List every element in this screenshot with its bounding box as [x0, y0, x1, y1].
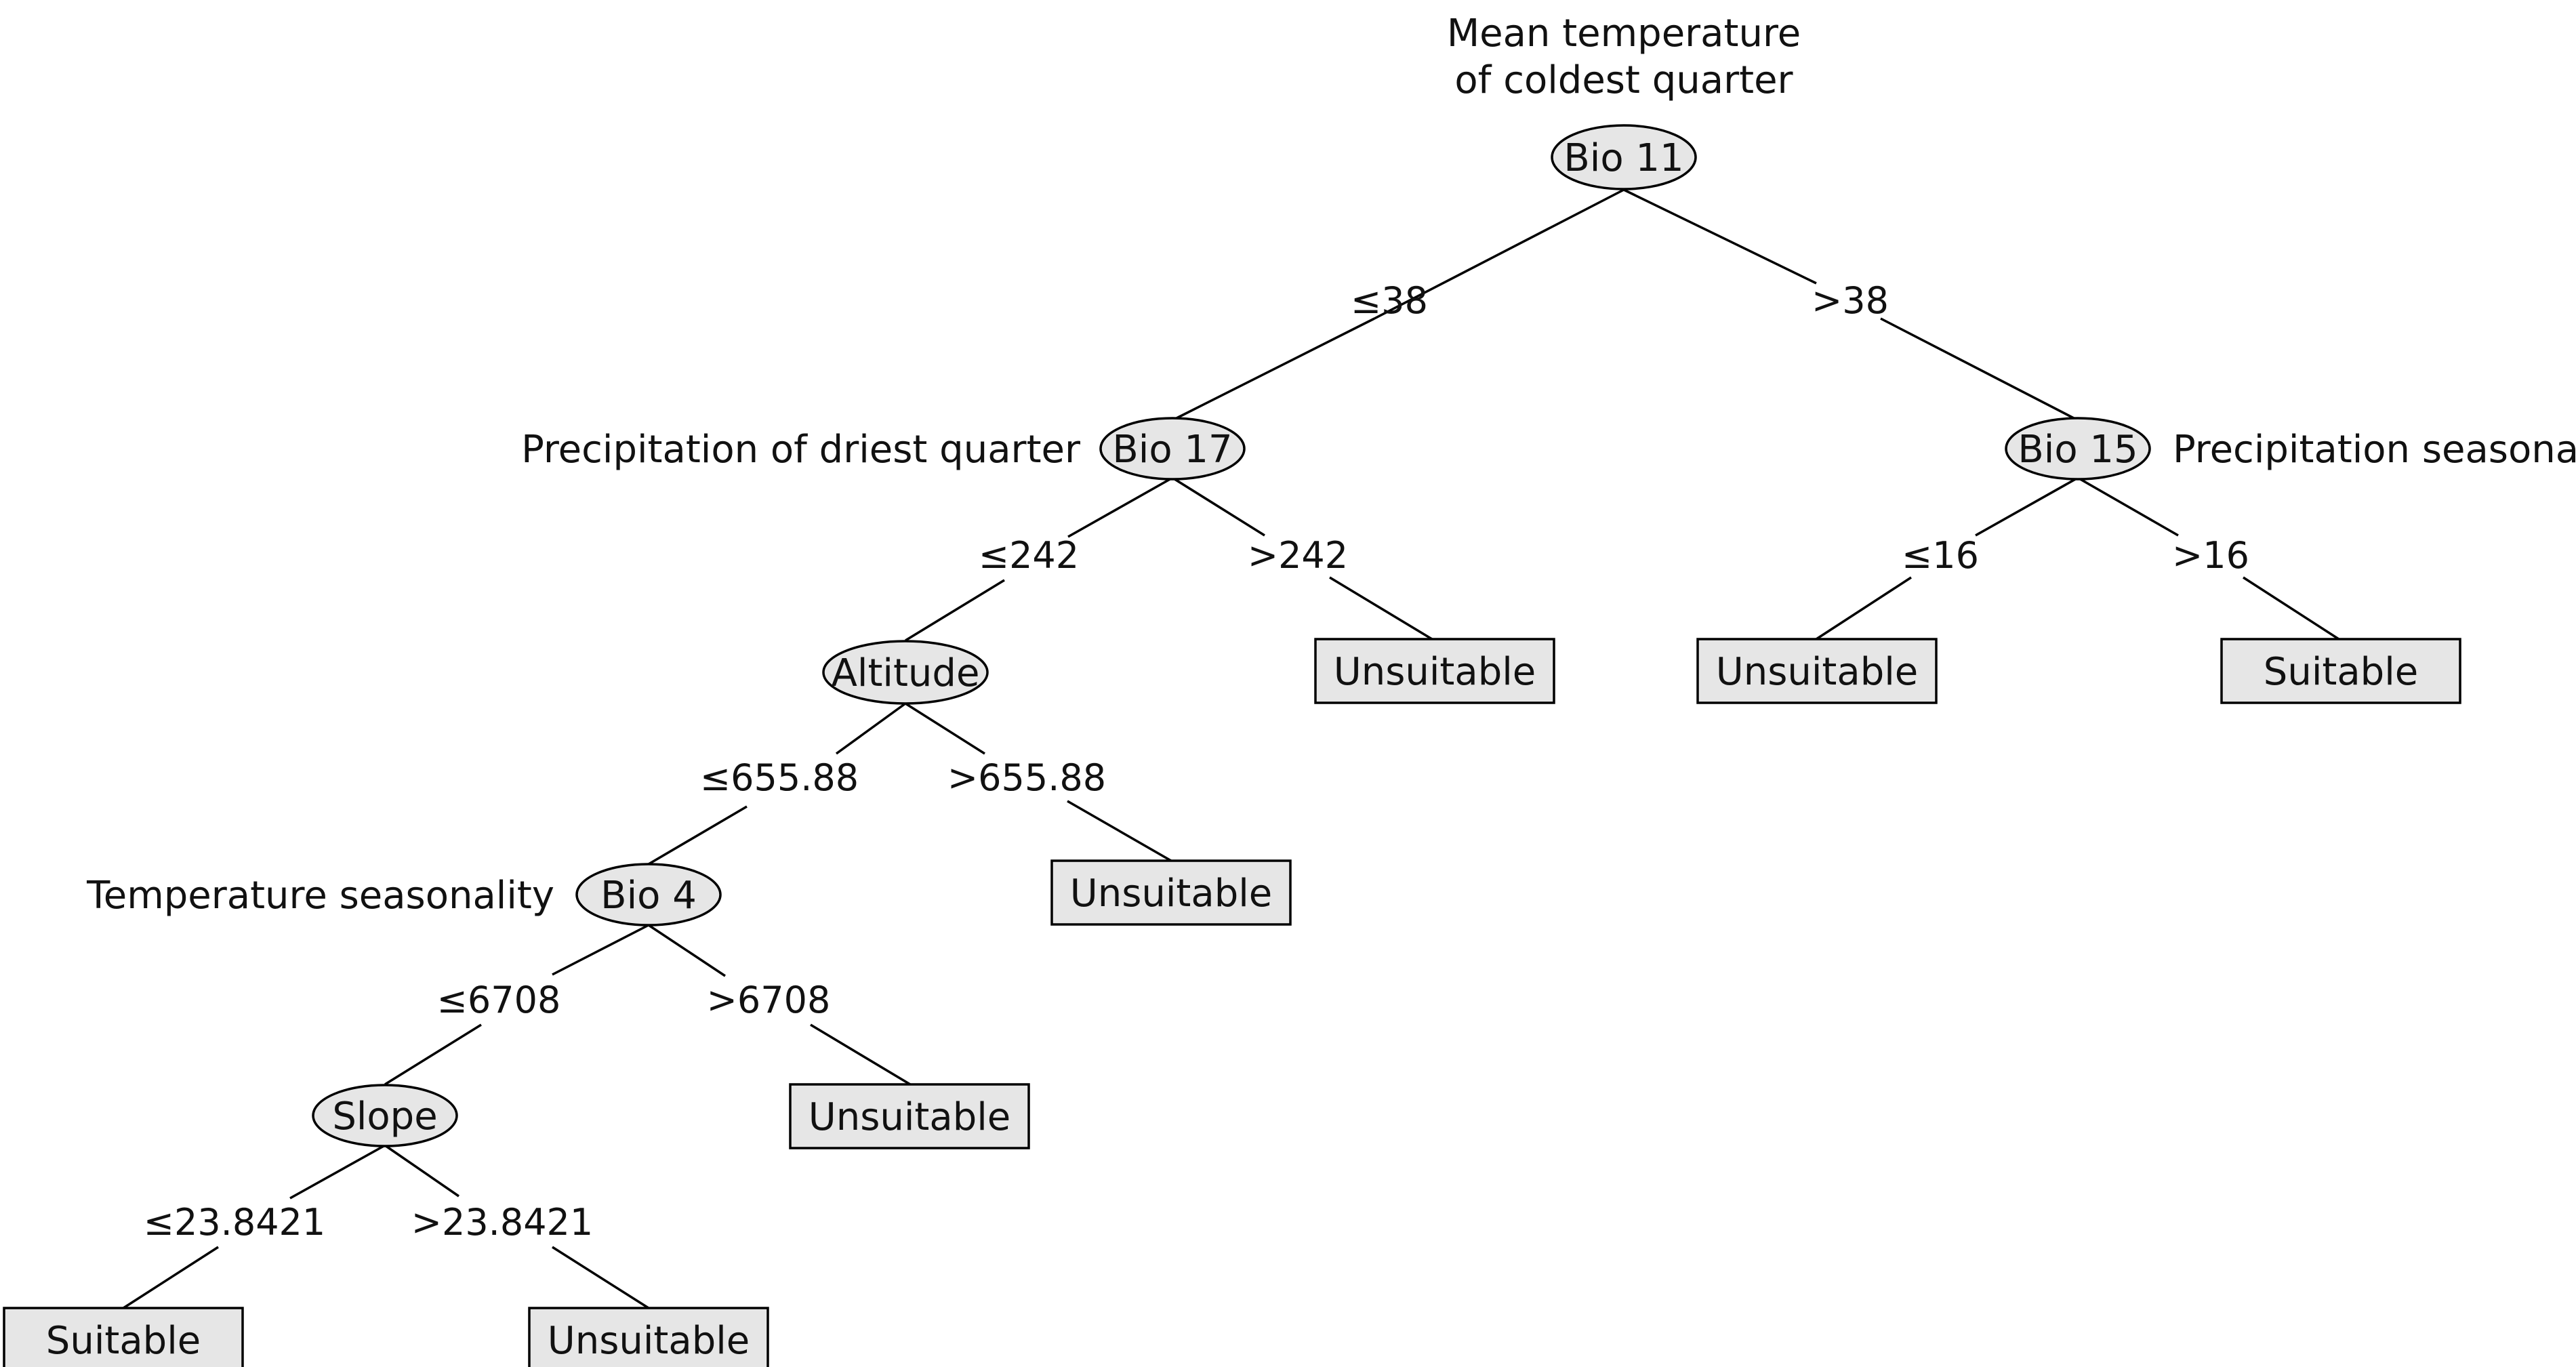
leaf-slope-le-label: Suitable — [46, 1319, 201, 1363]
leaf-slope-gt: Unsuitable — [528, 1307, 769, 1367]
leaf-bio4-gt-label: Unsuitable — [809, 1095, 1011, 1139]
edge-slope-leaf-gt-lower — [552, 1246, 649, 1309]
condition-bio15-le: ≤16 — [1902, 534, 1979, 577]
leaf-altitude-gt-box — [1050, 859, 1292, 926]
edge-bio4-leaf-lower — [810, 1023, 911, 1086]
condition-altitude-le: ≤655.88 — [700, 756, 859, 799]
node-slope-ellipse — [312, 1084, 458, 1147]
leaf-altitude-gt: Unsuitable — [1050, 859, 1292, 926]
condition-bio15-gt: >16 — [2172, 534, 2249, 577]
node-slope: Slope — [312, 1084, 458, 1147]
leaf-slope-le: Suitable — [3, 1307, 244, 1367]
edge-bio15-leaf-gt-lower — [2243, 576, 2339, 640]
edge-bio17-leaf-lower — [1329, 576, 1433, 640]
edge-altitude-bio4-lower — [648, 805, 748, 865]
leaf-bio15-le-label: Unsuitable — [1716, 650, 1919, 694]
condition-bio4-gt: >6708 — [707, 979, 831, 1021]
condition-bio11-gt: >38 — [1812, 279, 1889, 322]
node-bio4-label: Bio 4 — [600, 874, 697, 918]
split-conditions: ≤38 >38 ≤242 >242 ≤16 >16 ≤655.88 >655.8… — [144, 279, 2249, 1244]
leaf-slope-gt-box — [528, 1307, 769, 1367]
edge-altitude-bio4-upper — [835, 702, 907, 755]
edge-bio15-leaf-le-upper — [1975, 476, 2079, 537]
condition-altitude-gt: >655.88 — [947, 756, 1106, 799]
edge-bio4-slope-upper — [552, 924, 649, 976]
edge-bio11-bio15-lower — [1880, 317, 2079, 422]
condition-bio17-gt: >242 — [1248, 534, 1348, 577]
leaf-bio15-gt-box — [2220, 638, 2461, 704]
node-bio15-label: Bio 15 — [2018, 428, 2138, 472]
edge-altitude-leaf-upper — [905, 702, 985, 755]
leaf-bio15-gt: Suitable — [2220, 638, 2461, 704]
node-bio17-ellipse — [1099, 417, 1246, 481]
edge-bio4-slope-lower — [384, 1023, 482, 1086]
node-bio17-label: Bio 17 — [1112, 428, 1232, 472]
node-bio15: Bio 15 Precipitation seasonality — [2005, 417, 2576, 481]
edge-altitude-leaf-lower — [1067, 800, 1172, 862]
leaf-slope-le-box — [3, 1307, 244, 1367]
edge-bio15-leaf-le-lower — [1816, 576, 1912, 640]
leaf-bio15-le-box — [1696, 638, 1938, 704]
node-slope-label: Slope — [332, 1095, 437, 1139]
leaf-bio17-gt-box — [1314, 638, 1555, 704]
edge-bio11-bio15-upper — [1623, 188, 1817, 285]
edge-bio11-bio17-lower — [1172, 317, 1375, 422]
node-bio11-description-line2: of coldest quarter — [1454, 58, 1793, 102]
node-bio15-description: Precipitation seasonality — [2173, 428, 2576, 472]
node-bio11-ellipse — [1551, 124, 1697, 190]
node-bio11: Bio 11 Mean temperature of coldest quart… — [1447, 12, 1801, 190]
leaf-slope-gt-label: Unsuitable — [548, 1319, 750, 1363]
leaf-bio17-gt: Unsuitable — [1314, 638, 1555, 704]
node-altitude: Altitude — [822, 640, 989, 705]
condition-bio17-le: ≤242 — [979, 534, 1079, 577]
node-bio17-description: Precipitation of driest quarter — [521, 428, 1081, 472]
leaf-bio17-gt-label: Unsuitable — [1334, 650, 1536, 694]
edge-bio17-leaf-upper — [1172, 476, 1265, 537]
edge-bio17-altitude-upper — [1067, 476, 1173, 538]
condition-slope-le: ≤23.8421 — [144, 1201, 326, 1244]
edge-bio15-leaf-gt-upper — [2077, 476, 2179, 537]
node-bio4-description: Temperature seasonality — [86, 874, 554, 918]
condition-bio4-le: ≤6708 — [437, 979, 561, 1021]
edge-bio17-altitude-lower — [905, 579, 1005, 642]
leaf-bio4-gt: Unsuitable — [789, 1083, 1030, 1149]
edge-slope-leaf-le-upper — [289, 1144, 386, 1200]
edge-bio4-leaf-upper — [648, 924, 726, 977]
tree-edges — [123, 188, 2339, 1309]
edge-slope-leaf-gt-upper — [384, 1144, 459, 1198]
edge-slope-leaf-le-lower — [123, 1246, 219, 1309]
edge-bio11-bio17-upper — [1374, 188, 1624, 320]
leaf-bio4-gt-box — [789, 1083, 1030, 1149]
leaf-bio15-gt-label: Suitable — [2264, 650, 2418, 694]
node-bio11-description-line1: Mean temperature — [1447, 12, 1801, 56]
node-altitude-label: Altitude — [832, 651, 980, 695]
condition-bio11-le: ≤38 — [1351, 279, 1428, 322]
node-bio17: Bio 17 Precipitation of driest quarter — [521, 417, 1246, 481]
node-bio4: Bio 4 Temperature seasonality — [86, 863, 722, 926]
leaf-altitude-gt-label: Unsuitable — [1070, 872, 1273, 916]
node-bio15-ellipse — [2005, 417, 2151, 481]
node-bio11-label: Bio 11 — [1563, 136, 1683, 180]
condition-slope-gt: >23.8421 — [411, 1201, 594, 1244]
leaf-bio15-le: Unsuitable — [1696, 638, 1938, 704]
node-bio4-ellipse — [575, 863, 722, 926]
node-altitude-ellipse — [822, 640, 989, 705]
